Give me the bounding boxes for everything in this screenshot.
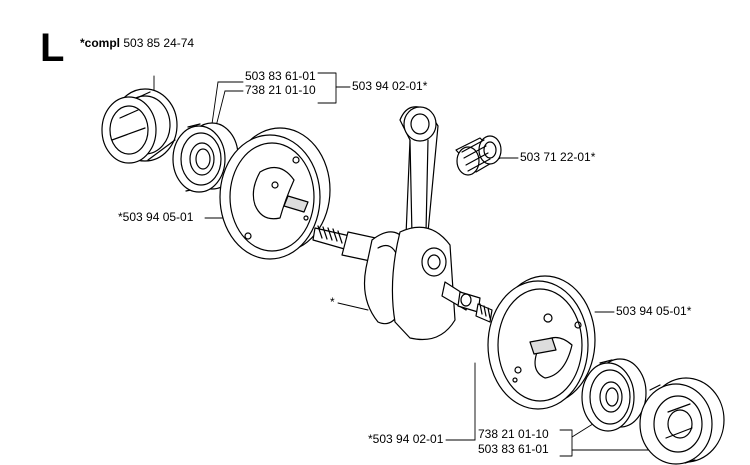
seal-ring-lower <box>639 377 725 465</box>
compl-prefix: *compl <box>80 36 121 50</box>
callout-top-kit: 503 94 02-01* <box>352 79 428 93</box>
complete-assembly-label: *compl 503 85 24-74 <box>80 36 194 50</box>
callout-needle-bearing: 503 71 22-01* <box>520 150 596 164</box>
callout-crankshaft: * <box>330 295 335 309</box>
needle-bearing <box>455 135 502 176</box>
callout-bottom-kit: *503 94 02-01 <box>368 432 444 446</box>
crankshaft-assembly <box>312 106 493 341</box>
ball-bearing-lower <box>581 358 647 432</box>
callout-left-crankcase-half: *503 94 05-01 <box>118 210 194 224</box>
crankcase-half-right <box>487 275 596 410</box>
callout-top-line2: 738 21 01-10 <box>245 83 316 97</box>
section-letter: L <box>40 26 65 70</box>
callout-bottom-line2: 503 83 61-01 <box>478 442 549 456</box>
callout-bottom-line1: 738 21 01-10 <box>478 427 549 441</box>
seal-ring-upper <box>101 88 178 164</box>
callout-top-line1: 503 83 61-01 <box>245 69 316 83</box>
callout-right-crankcase-half: 503 94 05-01* <box>616 304 692 318</box>
compl-part-number: 503 85 24-74 <box>123 36 195 50</box>
crankcase-half-left <box>219 127 331 260</box>
